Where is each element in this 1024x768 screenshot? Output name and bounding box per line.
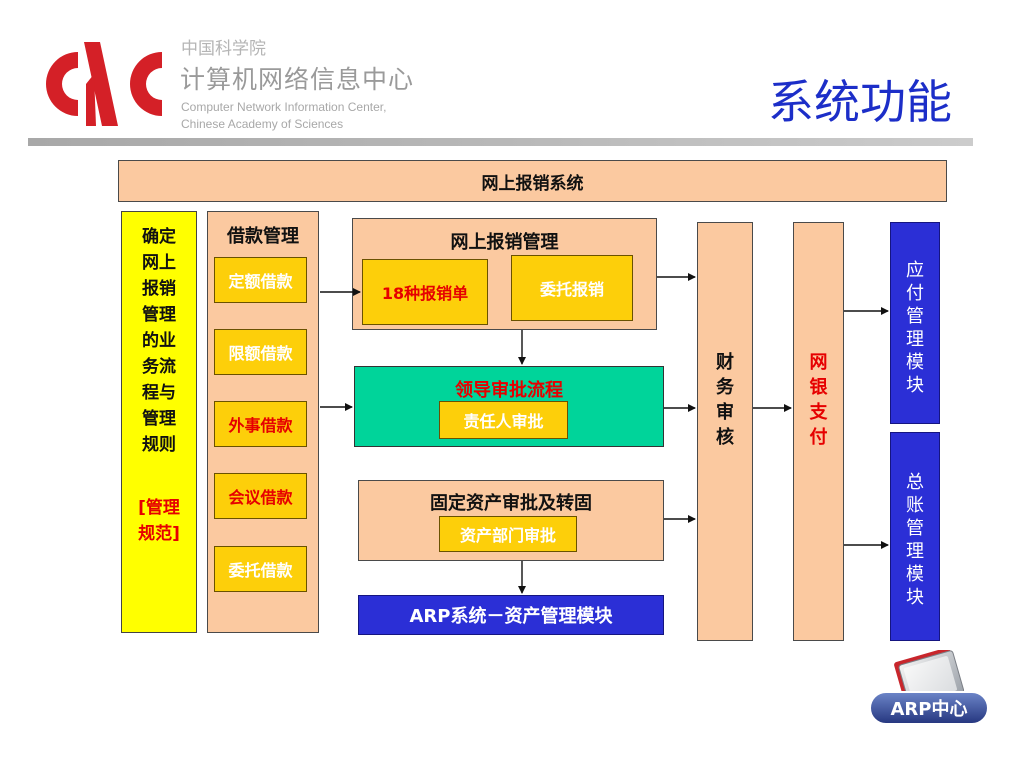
loan-management-title: 借款管理: [227, 226, 299, 247]
system-title-box: 网上报销系统: [118, 160, 947, 202]
org-name-cnic: 计算机网络信息中心: [180, 65, 415, 94]
leader-approval-title: 领导审批流程: [455, 380, 563, 401]
payable-module-box: 应 付 管 理 模 块: [890, 222, 940, 424]
loan-item-entrusted: 委托借款: [214, 546, 307, 592]
page-title: 系统功能: [768, 75, 952, 129]
business-rules-text: 确定 网上 报销 管理 的业 务流 程与 管理 规则: [142, 227, 176, 455]
loan-item-limited: 限额借款: [214, 329, 307, 375]
management-norms-text: [管理 规范]: [138, 498, 180, 544]
arp-center-logo: ARP中心: [869, 650, 989, 725]
loan-item-foreign: 外事借款: [214, 401, 307, 447]
svg-text:ARP中心: ARP中心: [891, 698, 968, 720]
arp-asset-module-box: ARP系统－资产管理模块: [358, 595, 664, 635]
finance-audit-box: [697, 222, 753, 641]
business-rules-box: [121, 211, 197, 633]
org-name-cas: 中国科学院: [181, 39, 266, 59]
loan-item-fixed: 定额借款: [214, 257, 307, 303]
org-name-en-line1: Computer Network Information Center,: [181, 100, 387, 114]
online-bank-payment-text: 网 银 支 付: [809, 352, 828, 448]
org-name-en-line2: Chinese Academy of Sciences: [181, 117, 344, 131]
fixed-asset-title: 固定资产审批及转固: [430, 493, 592, 514]
asset-dept-approval-box: 资产部门审批: [439, 516, 577, 552]
form-18-box: 18种报销单: [362, 259, 488, 325]
cnic-logo: [46, 42, 162, 126]
ledger-module-box: 总 账 管 理 模 块: [890, 432, 940, 641]
entrusted-reimbursement-box: 委托报销: [511, 255, 633, 321]
online-reimbursement-title: 网上报销管理: [450, 232, 559, 253]
finance-audit-text: 财 务 审 核: [716, 352, 734, 448]
loan-item-meeting: 会议借款: [214, 473, 307, 519]
header-divider: [28, 138, 973, 146]
responsible-approval-box: 责任人审批: [439, 401, 568, 439]
online-bank-payment-box: [793, 222, 844, 641]
